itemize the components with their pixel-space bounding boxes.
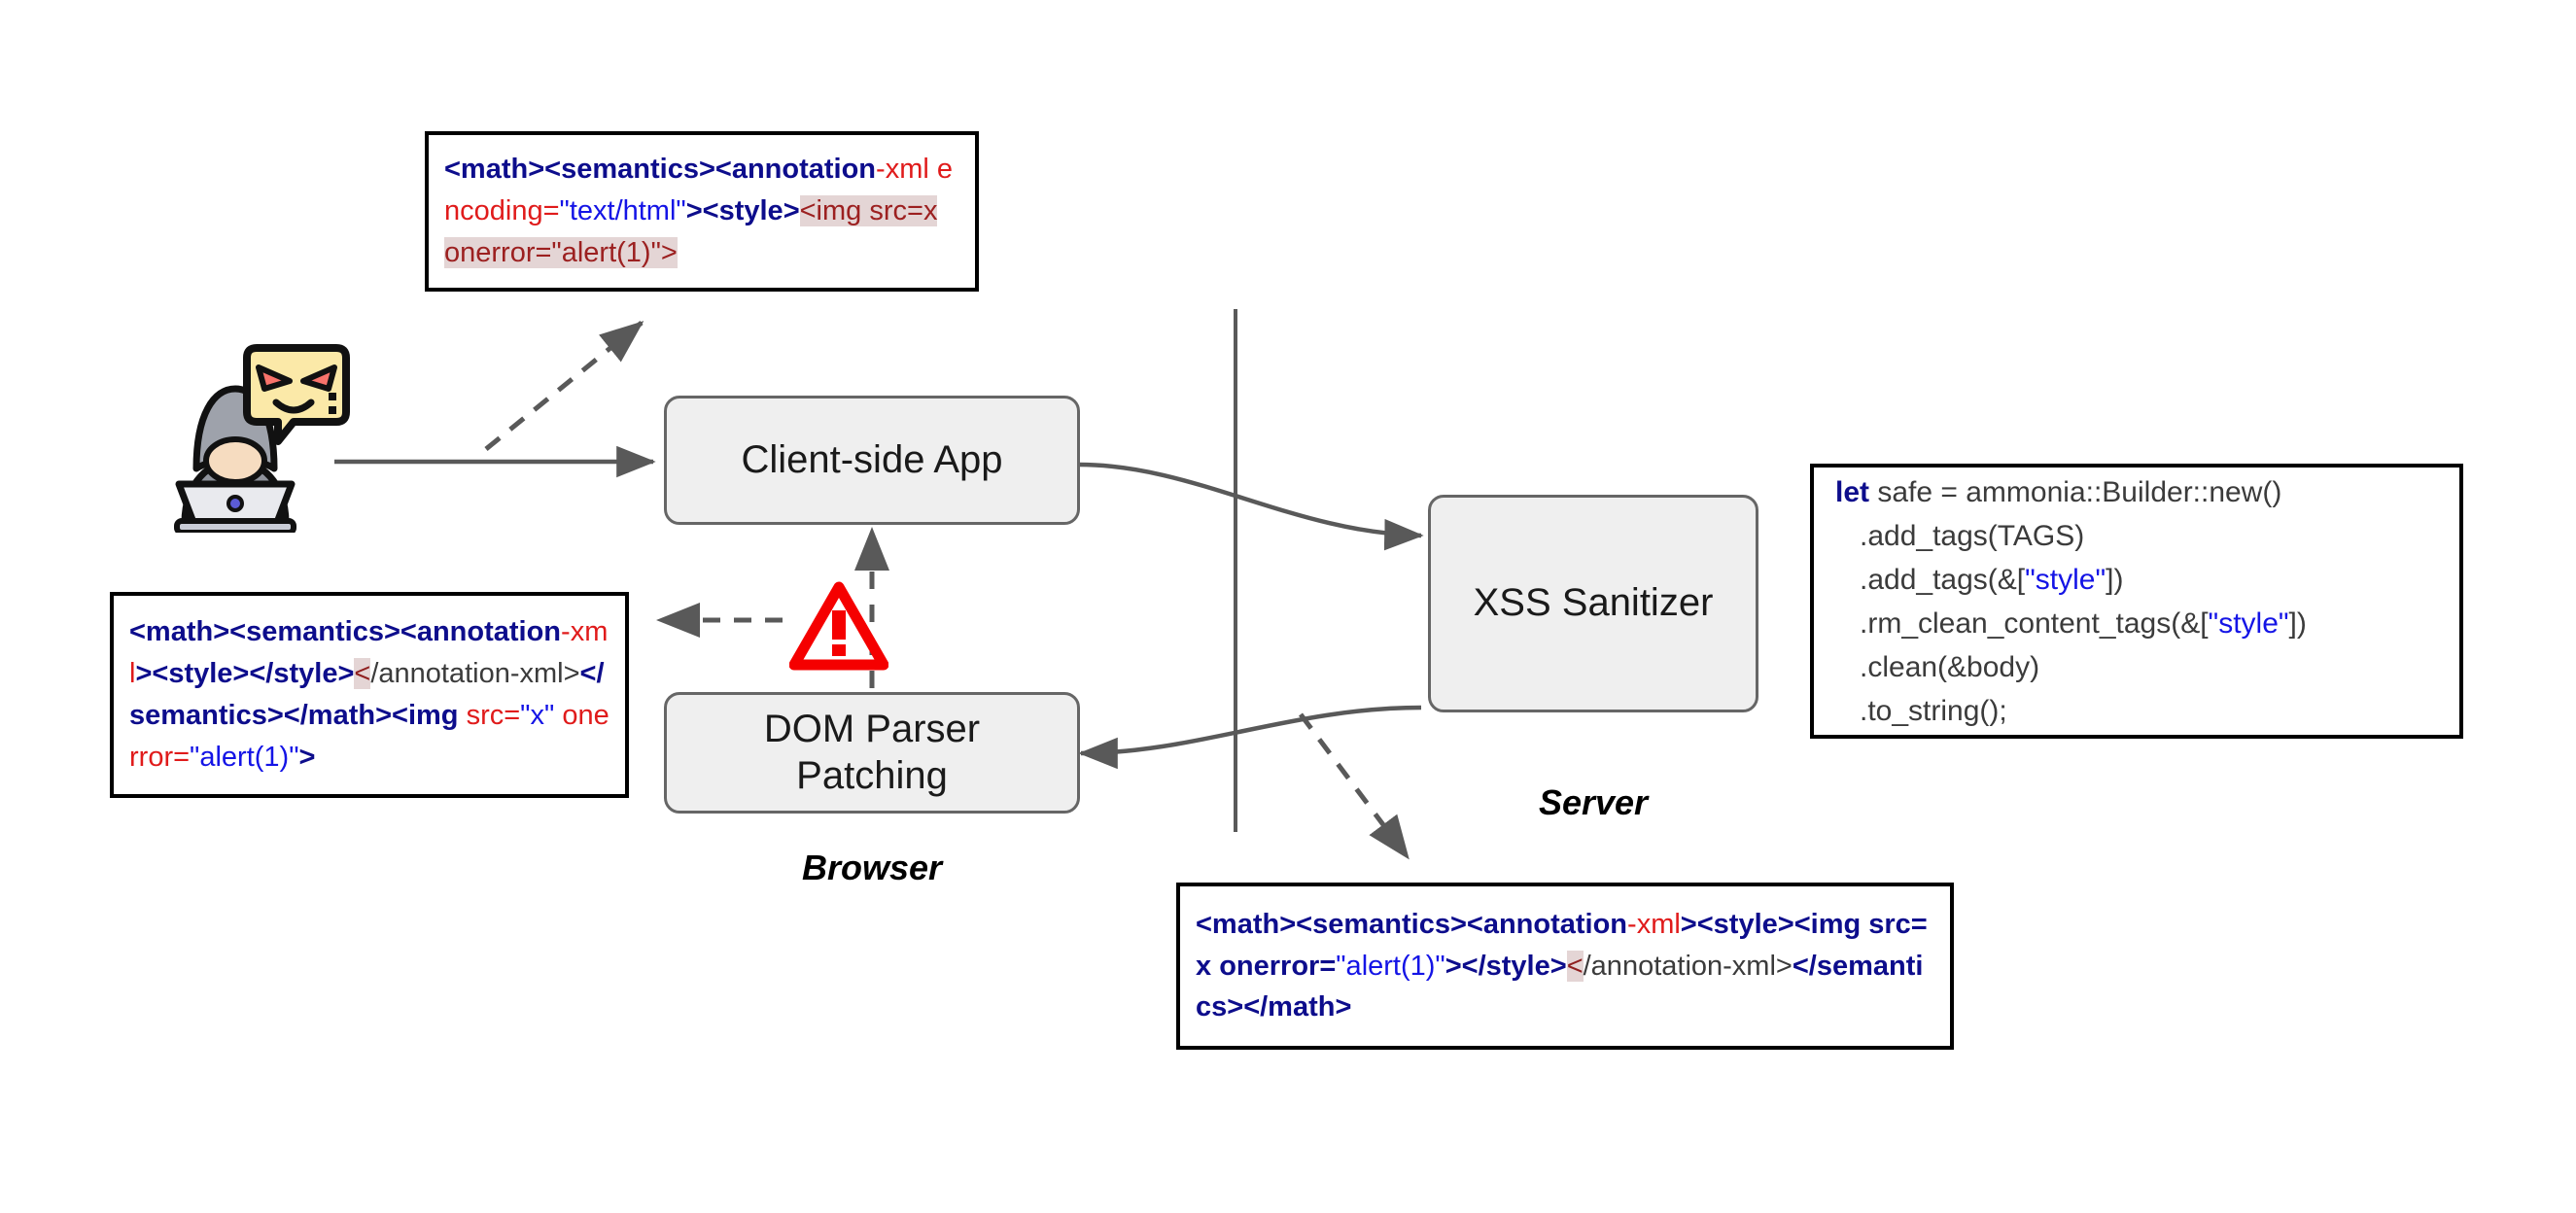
code-box-attacker-payload: <math><semantics><annotation-xml encodin… [425, 131, 979, 292]
edge-sanitizer-to-dom-patching [1078, 705, 1422, 770]
sanitized-output-code: <math><semantics><annotation-xml><style>… [1196, 908, 1928, 1023]
warning-triangle-icon [788, 581, 889, 671]
code-box-sanitizer-config: let safe = ammonia::Builder::new() .add_… [1810, 464, 2463, 739]
zone-label-server: Server [1538, 782, 1649, 822]
zone-label-browser: Browser [801, 848, 943, 887]
attacker-payload-code: <math><semantics><annotation-xml encodin… [444, 154, 953, 268]
code-box-sanitized-output: <math><semantics><annotation-xml><style>… [1176, 883, 1954, 1050]
edge-sanitizer-to-output [1298, 712, 1410, 860]
attacker-icon [156, 338, 350, 536]
edge-attacker-to-payload [484, 321, 644, 451]
edge-client-to-sanitizer [1078, 462, 1424, 551]
node-dom-parser-patching-label: DOM Parser Patching [763, 708, 981, 797]
node-dom-parser-patching[interactable]: DOM Parser Patching [664, 692, 1080, 814]
mutated-result-code: <math><semantics><annotation-xml><style>… [129, 616, 609, 773]
node-xss-sanitizer[interactable]: XSS Sanitizer [1428, 495, 1758, 712]
node-xss-sanitizer-label: XSS Sanitizer [1473, 581, 1714, 625]
node-client-app[interactable]: Client-side App [664, 396, 1080, 525]
sanitizer-config-code: let safe = ammonia::Builder::new() .add_… [1835, 475, 2307, 727]
code-box-mutated-result: <math><semantics><annotation-xml><style>… [110, 592, 629, 798]
node-client-app-label: Client-side App [741, 437, 1003, 481]
